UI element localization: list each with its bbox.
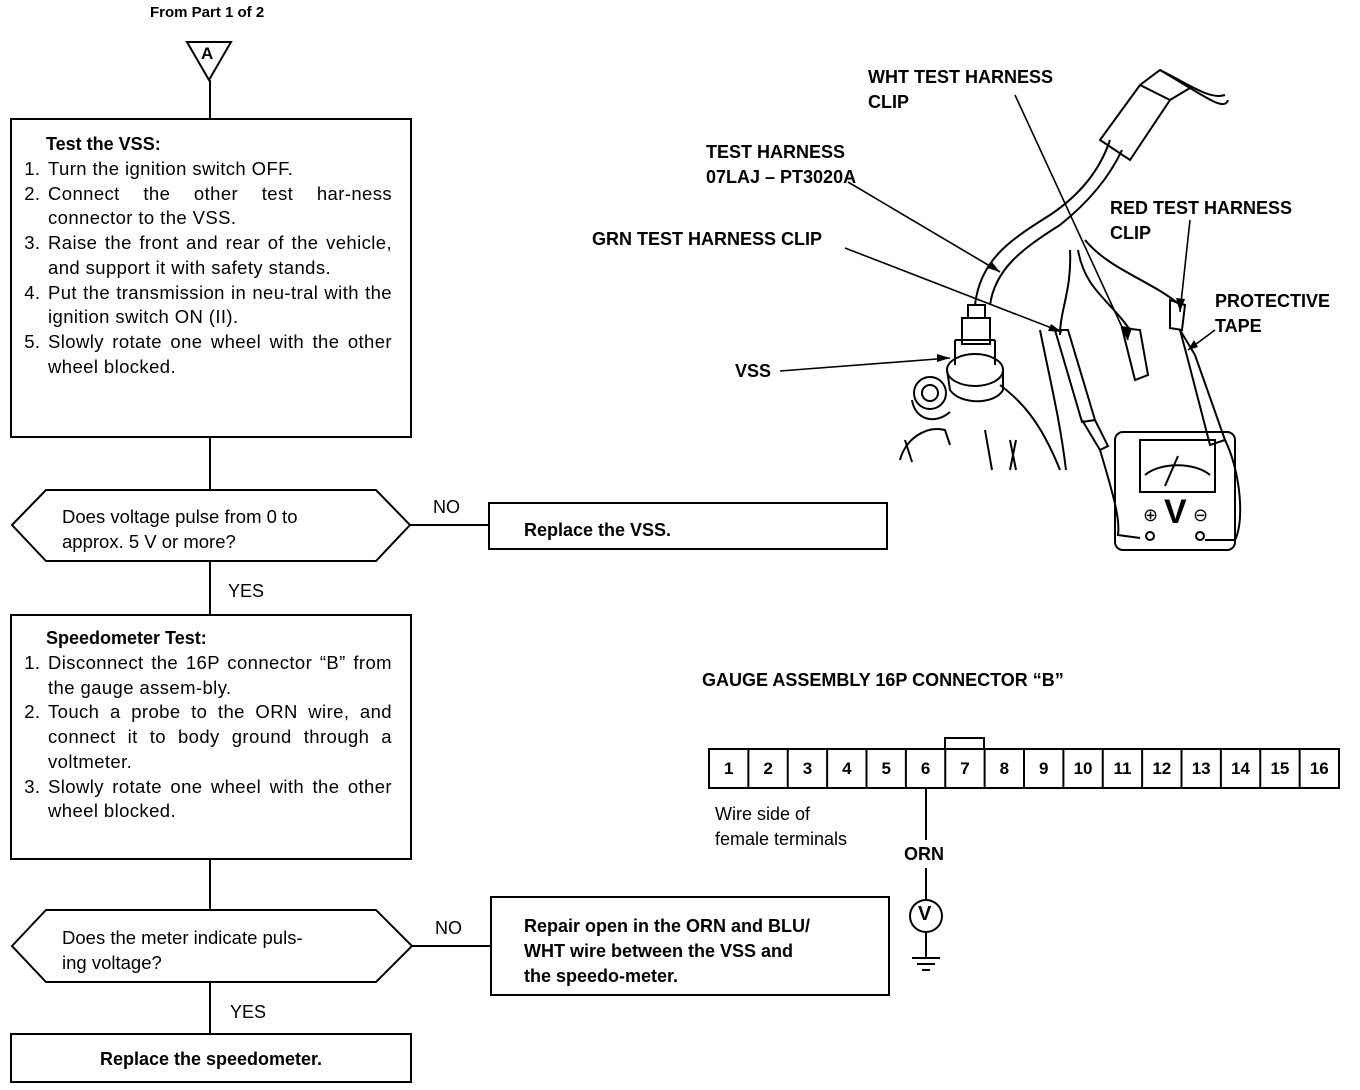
illustration-arrowheads	[937, 262, 1198, 362]
connector-pin-8: 8	[999, 759, 1010, 778]
wht-clip-line2: CLIP	[868, 92, 910, 112]
test-harness-line1: TEST HARNESS	[706, 142, 846, 162]
decision1-no-label: NO	[433, 497, 460, 517]
speedometer-test-title: Speedometer Test:	[46, 628, 207, 648]
decision2-question: Does the meter indicate puls- ing voltag…	[62, 925, 303, 975]
speedometer-test-step: Disconnect the 16P connector “B” from th…	[46, 651, 392, 700]
connector-pin-4: 4	[842, 759, 852, 778]
test-vss-step: Slowly rotate one wheel with the other w…	[46, 330, 392, 379]
test-vss-step: Turn the ignition switch OFF.	[46, 157, 392, 182]
decision1-question-line2: approx. 5 V or more?	[62, 531, 236, 552]
grn-clip-label: GRN TEST HARNESS CLIP	[592, 229, 823, 249]
decision1-yes-label: YES	[228, 581, 265, 601]
meter-plus-icon: ⊕	[1143, 505, 1159, 525]
repair-open-line2: WHT wire between the VSS and	[524, 941, 794, 961]
connector-pin-10: 10	[1073, 759, 1093, 778]
orn-wire-label: ORN	[904, 844, 944, 864]
connector-pin-12: 12	[1152, 759, 1172, 778]
replace-vss-box: Replace the VSS.	[488, 502, 888, 550]
wht-clip-line1: WHT TEST HARNESS	[868, 67, 1054, 87]
red-clip-line1: RED TEST HARNESS	[1110, 198, 1293, 218]
speedometer-test-steps: Disconnect the 16P connector “B” from th…	[12, 651, 392, 824]
protective-tape-line2: TAPE	[1215, 316, 1262, 336]
connector-pin-13: 13	[1191, 759, 1211, 778]
speedometer-test-step: Touch a probe to the ORN wire, and conne…	[46, 700, 392, 774]
protective-tape-line1: PROTECTIVE	[1215, 291, 1331, 311]
decision1-question: Does voltage pulse from 0 to approx. 5 V…	[62, 504, 298, 554]
from-part-label: From Part 1 of 2	[150, 4, 265, 21]
decision2-yes-label: YES	[230, 1002, 267, 1022]
illustration-leaders	[779, 94, 1216, 372]
connector-pin-2: 2	[763, 759, 773, 778]
test-vss-box: Test the VSS: Turn the ignition switch O…	[10, 118, 412, 438]
decision2-no-label: NO	[435, 918, 462, 938]
connector-title: GAUGE ASSEMBLY 16P CONNECTOR “B”	[702, 670, 1064, 690]
connector-a-letter: A	[201, 44, 214, 63]
meter-minus-icon: ⊖	[1193, 505, 1209, 525]
red-clip-label: RED TEST HARNESS CLIP	[1110, 196, 1292, 246]
connector-pin-5: 5	[881, 759, 891, 778]
connector-note-line2: female terminals	[715, 829, 848, 849]
speedometer-test-step: Slowly rotate one wheel with the other w…	[46, 775, 392, 824]
test-harness-line2: 07LAJ – PT3020A	[706, 167, 857, 187]
replace-speedometer-box: Replace the speedometer.	[10, 1033, 412, 1083]
test-vss-step: Connect the other test har-ness connecto…	[46, 182, 392, 231]
repair-open-line3: the speedo-meter.	[524, 966, 679, 986]
vss-illustration	[899, 68, 1242, 551]
connector-pin-3: 3	[802, 759, 813, 778]
red-clip-line2: CLIP	[1110, 223, 1152, 243]
repair-open-box: Repair open in the ORN and BLU/ WHT wire…	[490, 896, 890, 996]
test-vss-steps: Turn the ignition switch OFF. Connect th…	[12, 157, 392, 379]
test-vss-step: Put the transmission in neu-tral with th…	[46, 281, 392, 330]
connector-pin-14: 14	[1231, 759, 1251, 778]
replace-vss-text: Replace the VSS.	[524, 520, 672, 540]
decision1-question-line1: Does voltage pulse from 0 to	[62, 506, 298, 527]
connector-pin-15: 15	[1270, 759, 1290, 778]
connector-pin-11: 11	[1113, 759, 1132, 778]
connector-pin-9: 9	[1038, 759, 1049, 778]
connector-latch	[944, 737, 985, 749]
speedometer-test-box: Speedometer Test: Disconnect the 16P con…	[10, 614, 412, 860]
vss-label: VSS	[735, 361, 772, 381]
connector-note-line1: Wire side of	[715, 804, 811, 824]
connector-note: Wire side of female terminals	[715, 802, 847, 852]
test-harness-label: TEST HARNESS 07LAJ – PT3020A	[706, 140, 856, 190]
connector-pin-16: 16	[1309, 759, 1329, 778]
wht-clip-label: WHT TEST HARNESS CLIP	[868, 65, 1053, 115]
repair-open-line1: Repair open in the ORN and BLU/	[524, 916, 811, 936]
connector-pin-7: 7	[960, 759, 970, 778]
decision2-question-line1: Does the meter indicate puls-	[62, 927, 303, 948]
connector-pin-1: 1	[723, 759, 734, 778]
connector-pin-6: 6	[920, 759, 931, 778]
replace-speedometer-text: Replace the speedometer.	[99, 1049, 323, 1069]
decision2-question-line2: ing voltage?	[62, 952, 162, 973]
connector-voltmeter-symbol: V	[918, 903, 932, 925]
protective-tape-label: PROTECTIVE TAPE	[1215, 289, 1330, 339]
test-vss-title: Test the VSS:	[46, 134, 161, 154]
test-vss-step: Raise the front and rear of the vehicle,…	[46, 231, 392, 280]
meter-v-symbol: V	[1164, 493, 1187, 531]
connector-a-triangle	[185, 41, 233, 82]
